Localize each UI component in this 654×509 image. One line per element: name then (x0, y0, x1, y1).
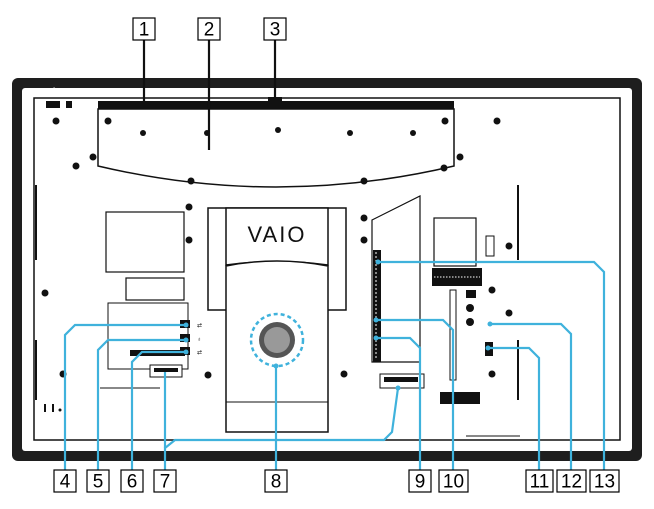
callout-9: 9 (408, 469, 432, 493)
leader-end-7 (395, 385, 401, 391)
callout-box (153, 469, 177, 493)
callout-10: 10 (438, 469, 469, 493)
top-speaker-bar (98, 101, 454, 109)
leader-line-7 (163, 387, 400, 470)
callout-11: 11 (525, 469, 554, 493)
leader-end-5 (183, 337, 189, 343)
leader-end-12 (487, 321, 493, 327)
callout-box (53, 469, 77, 493)
leader-end-11 (485, 345, 491, 351)
callout-box (438, 469, 469, 493)
leader-line-13 (378, 260, 606, 470)
svg-text:♁: ♁ (197, 337, 202, 343)
callout-number: 13 (594, 472, 615, 493)
callout-13: 13 (589, 469, 620, 493)
callout-2: 2 (197, 17, 221, 41)
callout-box (263, 17, 287, 41)
callout-number: 11 (530, 472, 550, 493)
callout-number: 10 (443, 472, 464, 493)
callout-6: 6 (120, 469, 144, 493)
callout-number: 9 (415, 472, 426, 493)
callout-8: 8 (264, 469, 288, 493)
callout-number: 3 (270, 20, 281, 41)
leader-end-10 (373, 317, 379, 323)
indicator-light (66, 101, 72, 108)
power-symbol: ⏻ (50, 86, 57, 96)
callout-number: 6 (127, 472, 138, 493)
leader-end-13 (375, 259, 381, 265)
leader-line-9 (376, 336, 422, 470)
callout-number: 7 (160, 472, 171, 493)
bezel-side-marks (35, 185, 519, 400)
callout-box (197, 17, 221, 41)
callout-box (589, 469, 620, 493)
leader-line-12 (490, 322, 573, 470)
corner-logo: OI/V (504, 88, 521, 97)
leader-end-9 (373, 335, 379, 341)
callout-number: 2 (204, 20, 215, 41)
callout-number: 1 (139, 20, 150, 41)
vaio-logo: VAIO (248, 222, 307, 247)
leader-line-11 (488, 346, 541, 470)
top-button (268, 97, 282, 102)
callout-7: 7 (153, 469, 177, 493)
callout-12: 12 (556, 469, 587, 493)
top-cover (97, 108, 455, 188)
callout-5: 5 (86, 469, 110, 493)
callout-number: 4 (60, 472, 71, 493)
callout-number: 5 (93, 472, 104, 493)
leader-line-6 (130, 350, 186, 470)
leader-line-4 (63, 323, 186, 470)
leader-line-10 (376, 318, 455, 470)
callout-1: 1 (132, 17, 156, 41)
callout-4: 4 (53, 469, 77, 493)
power-button (46, 101, 60, 108)
leader-end-8 (273, 363, 279, 369)
callout-box (408, 469, 432, 493)
top-strip: ⏻ OI/V (46, 86, 521, 108)
callout-box (86, 469, 110, 493)
leader-end-4 (183, 322, 189, 328)
label-areas (105, 211, 477, 301)
leader-end-6 (183, 349, 189, 355)
callout-number: 12 (561, 472, 582, 493)
svg-text:⇄: ⇄ (197, 349, 202, 356)
callout-box (525, 469, 554, 493)
callout-box (120, 469, 144, 493)
callout-3: 3 (263, 17, 287, 41)
stand: VAIO (207, 207, 347, 433)
callout-box (264, 469, 288, 493)
leader-line-5 (96, 338, 186, 470)
callout-number: 8 (271, 472, 282, 493)
callout-box (556, 469, 587, 493)
svg-text:⇄: ⇄ (197, 322, 202, 329)
bottom-marks (44, 404, 520, 437)
leader-lines (63, 40, 606, 470)
callout-box (132, 17, 156, 41)
